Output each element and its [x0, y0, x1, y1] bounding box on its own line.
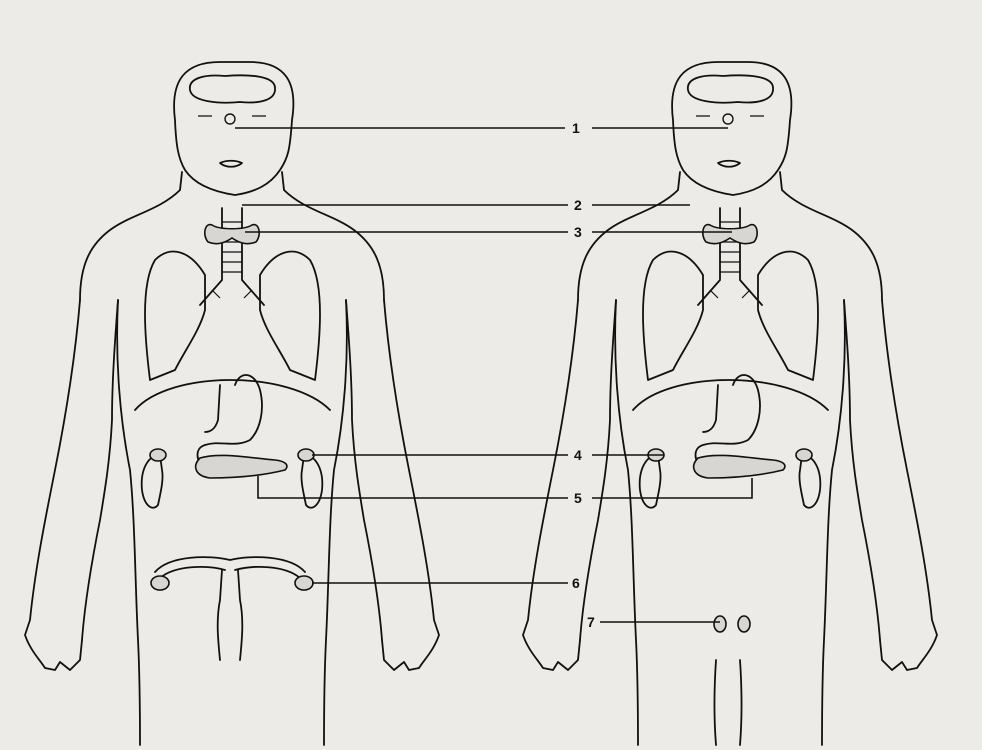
- testis-right: [738, 616, 750, 632]
- label-4: 4: [574, 447, 582, 463]
- leader-lines: [235, 128, 752, 622]
- ovary-right: [295, 576, 313, 590]
- testis-left: [714, 616, 726, 632]
- female-figure: [25, 62, 439, 745]
- label-7: 7: [587, 614, 595, 630]
- label-3: 3: [574, 224, 582, 240]
- label-1: 1: [572, 120, 580, 136]
- label-6: 6: [572, 575, 580, 591]
- ovary-left: [151, 576, 169, 590]
- label-2: 2: [574, 197, 582, 213]
- male-figure: [523, 62, 937, 745]
- label-5: 5: [574, 490, 582, 506]
